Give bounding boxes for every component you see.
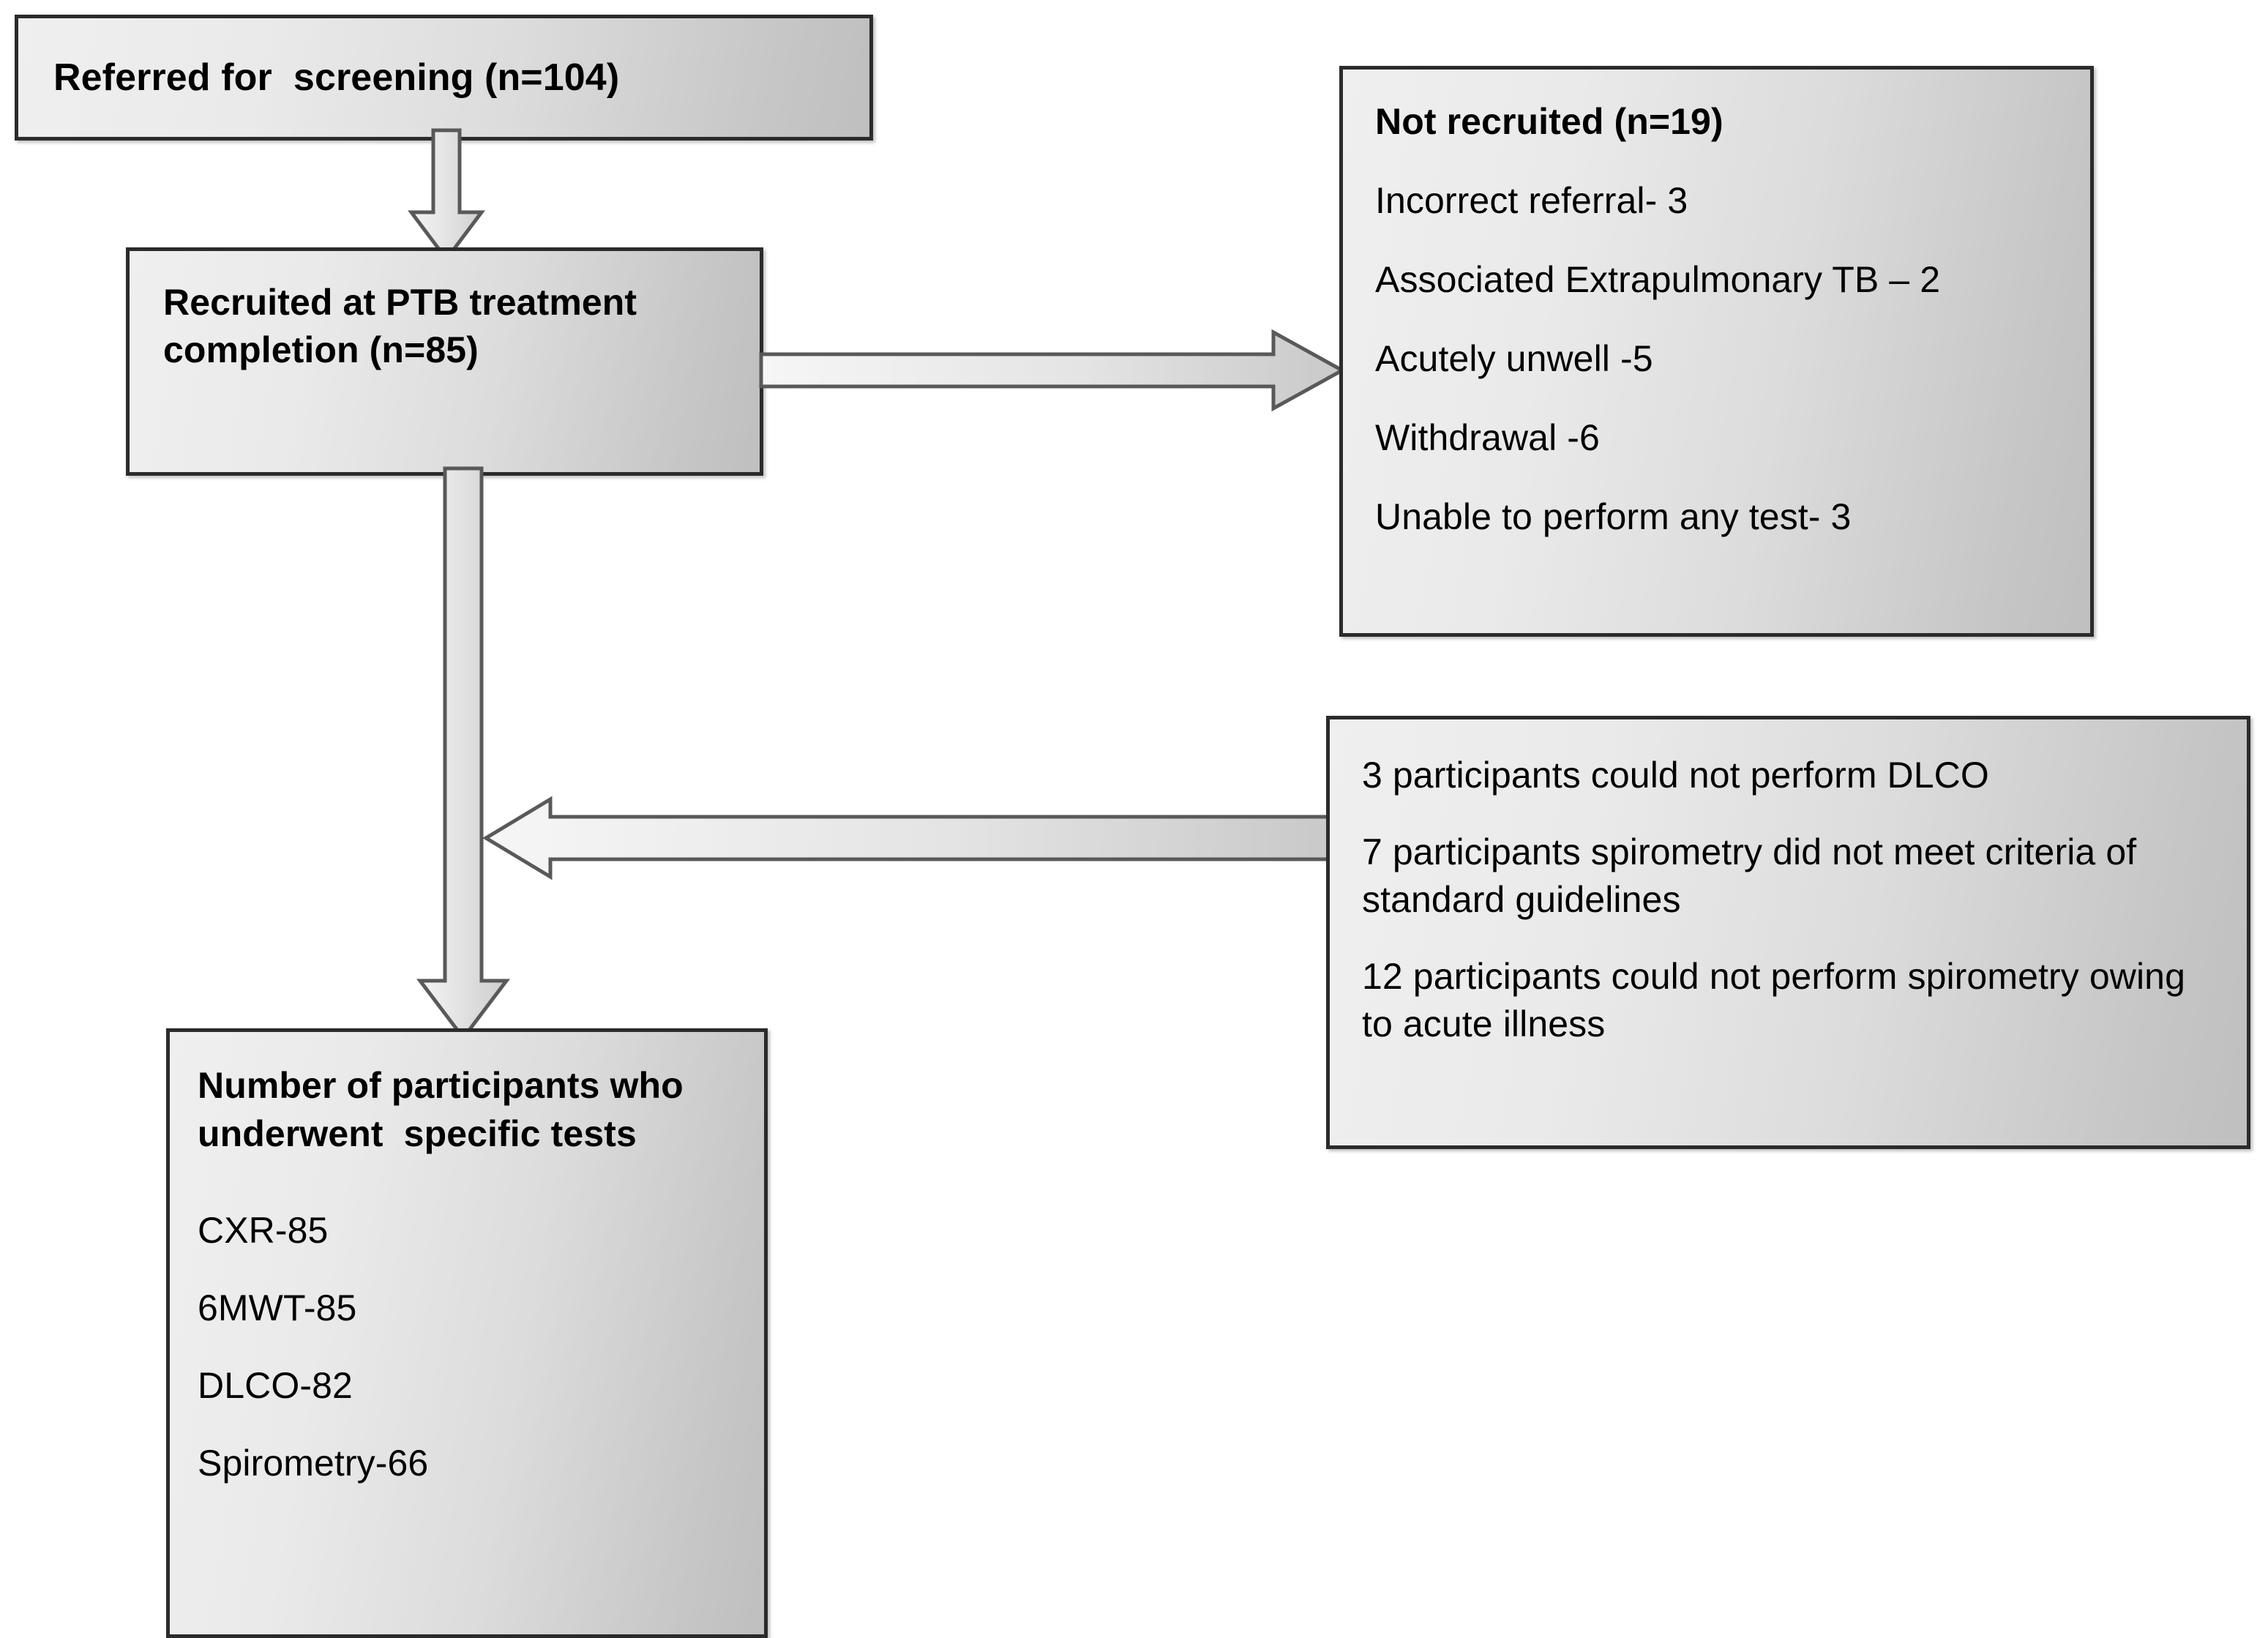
test-count-spirometry: Spirometry-66: [198, 1443, 429, 1484]
arrow-recruited-to-participants: [416, 466, 520, 1041]
not-recruited-reason: Unable to perform any test- 3: [1375, 496, 1852, 537]
box-not-recruited: Not recruited (n=19) Incorrect referral-…: [1339, 66, 2094, 637]
test-note: 12 participants could not perform spirom…: [1362, 956, 2196, 1044]
not-recruited-reason: Acutely unwell -5: [1375, 338, 1653, 379]
arrow-referred-to-recruited: [395, 128, 498, 263]
test-note: 7 participants spirometry did not meet c…: [1362, 831, 2147, 920]
test-count-cxr: CXR-85: [198, 1210, 329, 1251]
arrow-test-notes-to-participants: [482, 796, 1333, 880]
test-note: 3 participants could not perform DLCO: [1362, 755, 1989, 796]
not-recruited-reason: Incorrect referral- 3: [1375, 180, 1688, 221]
test-count-dlco: DLCO-82: [198, 1365, 353, 1406]
referred-label: Referred for screening (n=104): [53, 56, 620, 99]
spacer: [198, 1158, 746, 1171]
test-count-6mwt: 6MWT-85: [198, 1287, 357, 1328]
not-recruited-reason: Associated Extrapulmonary TB – 2: [1375, 259, 1941, 300]
box-test-failure-notes: 3 participants could not perform DLCO 7 …: [1326, 716, 2250, 1149]
not-recruited-reason: Withdrawal -6: [1375, 417, 1600, 458]
participants-heading: Number of participants who underwent spe…: [198, 1065, 694, 1154]
box-referred-for-screening: Referred for screening (n=104): [15, 15, 873, 141]
box-participants-tests: Number of participants who underwent spe…: [166, 1028, 768, 1638]
recruited-label-line2: completion (n=85): [163, 329, 479, 370]
not-recruited-heading: Not recruited (n=19): [1375, 101, 1724, 142]
recruited-label-line1: Recruited at PTB treatment: [163, 282, 637, 323]
box-recruited-at-ptb-treatment-completion: Recruited at PTB treatment completion (n…: [126, 247, 763, 476]
arrow-recruited-to-not-recruited: [759, 328, 1347, 413]
